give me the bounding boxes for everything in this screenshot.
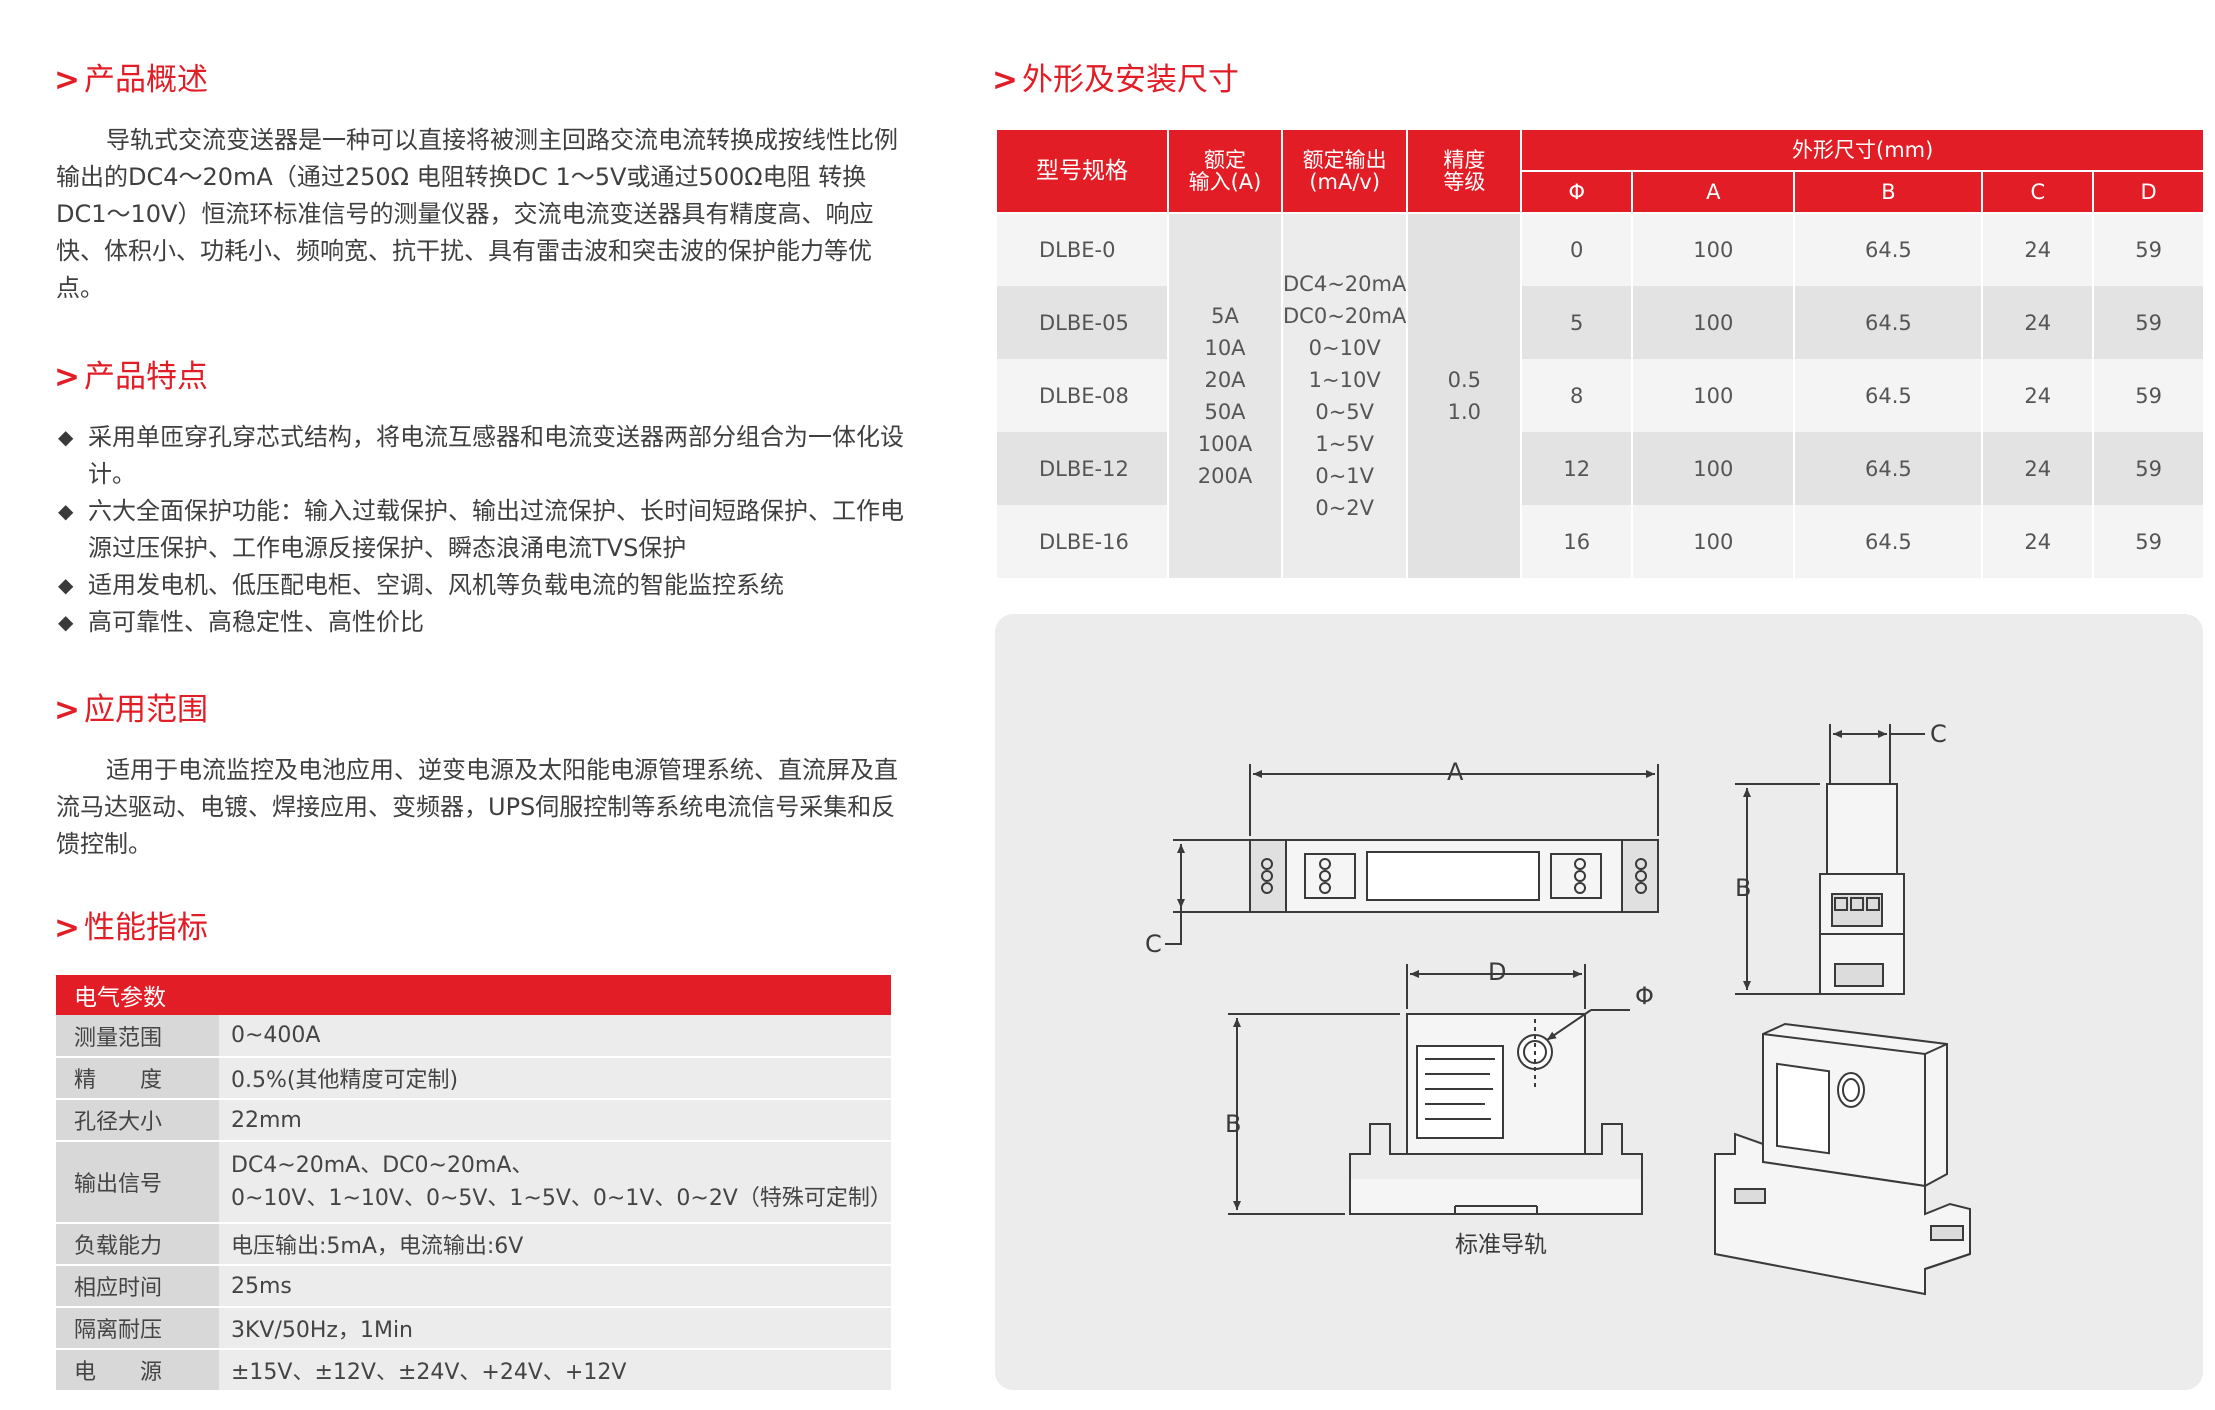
features-title: >产品特点 [54,359,208,395]
dimension-drawing-panel: A C C B D Φ B 标准导轨 [995,614,2203,1390]
param-key: 相应时间 [56,1265,219,1308]
col-b: B [1793,170,1984,214]
features-list: ◆采用单匝穿孔穿芯式结构，将电流互感器和电流变送器两部分组合为一体化设计。 ◆六… [56,419,906,641]
param-value: 3KV/50Hz，1Min [219,1307,891,1350]
diamond-bullet-icon: ◆ [58,610,74,634]
col-d: D [2092,170,2205,214]
label-a: A [1447,758,1464,786]
col-a: A [1631,170,1796,214]
label-c-top: C [1145,930,1162,958]
param-key: 输出信号 [56,1141,219,1224]
dimensions-title: >外形及安装尺寸 [992,62,1239,98]
label-b-front: B [1225,1110,1241,1138]
diamond-bullet-icon: ◆ [58,425,74,449]
performance-title: >性能指标 [54,910,208,946]
param-value: 25ms [219,1265,891,1308]
front-view-drawing [1228,964,1643,1215]
feature-item: ◆采用单匝穿孔穿芯式结构，将电流互感器和电流变送器两部分组合为一体化设计。 [56,419,906,493]
col-grade: 精度等级 [1406,128,1523,214]
feature-item: ◆六大全面保护功能：输入过载保护、输出过流保护、长时间短路保护、工作电源过压保护… [56,493,906,567]
electrical-header: 电气参数 [56,975,891,1015]
col-phi: Φ [1520,170,1634,214]
param-value: 22mm [219,1099,891,1142]
top-view-drawing [1165,764,1659,945]
param-key: 测量范围 [56,1015,219,1058]
param-key: 孔径大小 [56,1099,219,1142]
col-size: 外形尺寸(mm) [1520,128,2205,172]
param-value: DC4~20mA、DC0~20mA、0~10V、1~10V、0~5V、1~5V、… [219,1141,892,1224]
param-key: 精 度 [56,1057,219,1100]
col-output: 额定输出(mA/v) [1280,128,1409,214]
param-key: 负载能力 [56,1223,219,1266]
param-value: ±15V、±12V、±24V、+24V、+12V [219,1349,891,1392]
label-c-side: C [1930,720,1947,748]
application-title: >应用范围 [54,692,208,728]
overview-title: >产品概述 [54,62,208,98]
diamond-bullet-icon: ◆ [58,573,74,597]
col-model: 型号规格 [995,128,1169,214]
col-input: 额定输入(A) [1167,128,1283,214]
isometric-view-drawing [1714,1022,1971,1296]
col-c: C [1981,170,2095,214]
diamond-bullet-icon: ◆ [58,499,74,523]
rail-caption: 标准导轨 [1455,1232,1547,1258]
side-view-drawing [1735,724,1925,995]
param-key: 电 源 [56,1349,219,1392]
application-text: 适用于电流监控及电池应用、逆变电源及太阳能电源管理系统、直流屏及直流马达驱动、电… [56,756,898,858]
param-key: 隔离耐压 [56,1307,219,1350]
feature-item: ◆高可靠性、高稳定性、高性价比 [56,604,906,641]
param-value: 0~400A [219,1015,891,1058]
dimension-drawing: A C C B D Φ B 标准导轨 [1145,720,1971,1296]
dimensions-table: 型号规格 额定输入(A) 额定输出(mA/v) 精度等级 外形尺寸(mm) Φ … [995,128,2205,578]
param-value: 电压输出:5mA，电流输出:6V [219,1223,891,1266]
label-d: D [1488,958,1506,986]
label-phi: Φ [1635,982,1654,1010]
label-b-side: B [1735,874,1751,902]
feature-item: ◆适用发电机、低压配电柜、空调、风机等负载电流的智能监控系统 [56,567,906,604]
overview-text: 导轨式交流变送器是一种可以直接将被测主回路交流电流转换成按线性比例输出的DC4～… [56,126,898,302]
param-value: 0.5%(其他精度可定制) [219,1057,891,1100]
